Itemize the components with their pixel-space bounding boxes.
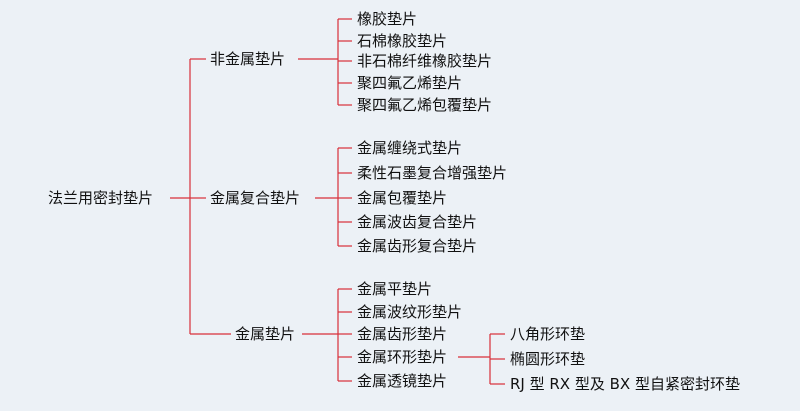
leaf-node: 金属透镜垫片 xyxy=(357,372,448,390)
leaf-node: 柔性石墨复合增强垫片 xyxy=(357,164,508,182)
leaf-node: 橡胶垫片 xyxy=(357,10,418,28)
leaf-node: 金属包覆垫片 xyxy=(357,189,448,207)
group-node-nonmetal: 非金属垫片 xyxy=(210,50,286,68)
leaf-node-ring-gasket: 金属环形垫片 xyxy=(357,348,448,366)
leaf-node: 金属齿形垫片 xyxy=(357,325,448,343)
leaf-node: 金属平垫片 xyxy=(357,280,433,298)
leaf-node: 金属波纹形垫片 xyxy=(357,303,463,321)
group-node-composite: 金属复合垫片 xyxy=(210,189,301,207)
leaf-node: 非石棉纤维橡胶垫片 xyxy=(357,52,493,70)
sub-leaf-node: 椭圆形环垫 xyxy=(510,350,586,368)
leaf-node: 聚四氟乙烯包覆垫片 xyxy=(357,96,493,114)
leaf-node: 金属齿形复合垫片 xyxy=(357,237,478,255)
leaf-node: 聚四氟乙烯垫片 xyxy=(357,74,463,92)
group-node-metal: 金属垫片 xyxy=(235,325,296,343)
leaf-node: 金属缠绕式垫片 xyxy=(357,139,463,157)
sub-leaf-node: RJ 型 RX 型及 BX 型自紧密封环垫 xyxy=(510,375,740,393)
sub-leaf-node: 八角形环垫 xyxy=(510,325,586,343)
root-node: 法兰用密封垫片 xyxy=(48,189,154,207)
leaf-node: 石棉橡胶垫片 xyxy=(357,32,448,50)
leaf-node: 金属波齿复合垫片 xyxy=(357,213,478,231)
